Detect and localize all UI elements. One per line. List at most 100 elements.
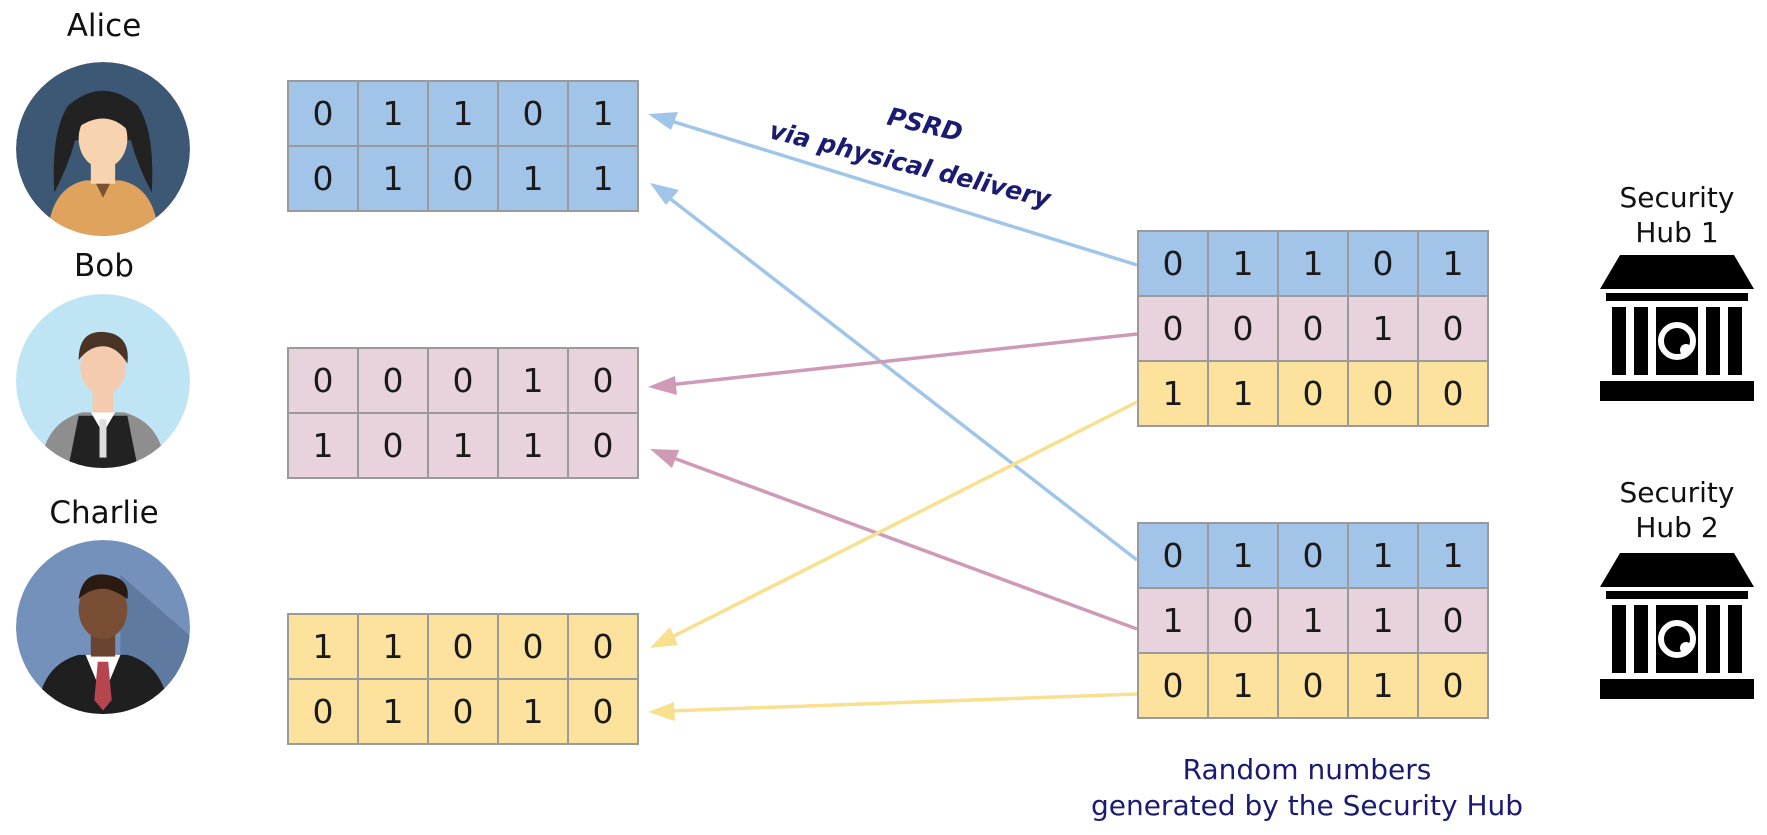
grid-cell: 1 — [1347, 652, 1419, 719]
person-name-bob: Bob — [74, 248, 134, 284]
grid-cell: 0 — [357, 347, 429, 414]
grid-cell: 1 — [1347, 522, 1419, 589]
bob-avatar — [16, 294, 190, 468]
grid-cell: 0 — [1137, 295, 1209, 362]
grid-cell: 1 — [1277, 587, 1349, 654]
grid-cell: 0 — [1137, 652, 1209, 719]
charlie-key-grid: 1 1 0 0 0 0 1 0 1 0 — [287, 613, 639, 745]
grid-cell: 0 — [1207, 295, 1279, 362]
grid-cell: 1 — [567, 145, 639, 212]
arrow-hub2-to-charlie — [667, 692, 1138, 713]
table-row: 0 1 0 1 0 — [287, 678, 639, 745]
grid-cell: 1 — [567, 80, 639, 147]
alice-key-grid: 0 1 1 0 1 0 1 0 1 1 — [287, 80, 639, 212]
table-row: 0 0 0 1 0 — [287, 347, 639, 414]
grid-cell: 0 — [427, 678, 499, 745]
caption: Random numbers generated by the Security… — [1047, 752, 1567, 824]
table-row: 0 1 0 1 0 — [1137, 652, 1489, 719]
grid-cell: 1 — [427, 80, 499, 147]
grid-cell: 1 — [1347, 295, 1419, 362]
alice-avatar — [16, 62, 190, 236]
table-row: 0 1 0 1 1 — [287, 145, 639, 212]
grid-cell: 0 — [497, 613, 569, 680]
arrow-hub1-to-bob — [667, 332, 1138, 387]
hub2-label-line1: Security — [1619, 476, 1735, 509]
grid-cell: 0 — [287, 80, 359, 147]
bob-key-grid: 0 0 0 1 0 1 0 1 1 0 — [287, 347, 639, 479]
grid-cell: 1 — [357, 145, 429, 212]
grid-cell: 0 — [1347, 360, 1419, 427]
grid-cell: 0 — [287, 347, 359, 414]
bank-building-icon — [1600, 553, 1754, 699]
arrowhead — [650, 627, 678, 648]
grid-cell: 0 — [1277, 652, 1349, 719]
arrowhead — [648, 376, 677, 395]
hub1-label-line1: Security — [1619, 181, 1735, 214]
grid-cell: 0 — [497, 80, 569, 147]
hub2-random-grid: 0 1 0 1 1 1 0 1 1 0 0 1 0 1 0 — [1137, 522, 1489, 719]
person-name-alice: Alice — [66, 8, 142, 44]
grid-cell: 0 — [567, 613, 639, 680]
grid-cell: 1 — [497, 678, 569, 745]
table-row: 0 1 0 1 1 — [1137, 522, 1489, 589]
grid-cell: 0 — [287, 678, 359, 745]
grid-cell: 1 — [497, 145, 569, 212]
grid-cell: 1 — [1417, 230, 1489, 297]
caption-line2: generated by the Security Hub — [1090, 789, 1524, 822]
grid-cell: 1 — [1417, 522, 1489, 589]
bank-building-icon — [1600, 255, 1754, 401]
arrowhead — [648, 702, 675, 721]
grid-cell: 1 — [287, 613, 359, 680]
hub1-label: Security Hub 1 — [1587, 180, 1767, 250]
grid-cell: 0 — [567, 347, 639, 414]
table-row: 1 1 0 0 0 — [287, 613, 639, 680]
grid-cell: 1 — [427, 412, 499, 479]
grid-cell: 0 — [1137, 230, 1209, 297]
grid-cell: 0 — [357, 412, 429, 479]
arrow-hub1-to-charlie — [667, 400, 1138, 641]
grid-cell: 1 — [1137, 360, 1209, 427]
grid-cell: 1 — [1137, 587, 1209, 654]
grid-cell: 0 — [1417, 360, 1489, 427]
grid-cell: 1 — [1207, 522, 1279, 589]
grid-cell: 1 — [357, 80, 429, 147]
table-row: 0 1 1 0 1 — [1137, 230, 1489, 297]
grid-cell: 1 — [357, 613, 429, 680]
person-name-charlie: Charlie — [49, 495, 159, 531]
caption-line1: Random numbers — [1182, 753, 1432, 786]
grid-cell: 0 — [1277, 522, 1349, 589]
grid-cell: 1 — [1347, 587, 1419, 654]
grid-cell: 1 — [1207, 652, 1279, 719]
table-row: 1 1 0 0 0 — [1137, 360, 1489, 427]
grid-cell: 1 — [1207, 360, 1279, 427]
grid-cell: 0 — [1207, 587, 1279, 654]
grid-cell: 0 — [287, 145, 359, 212]
arrow-hub2-to-bob — [667, 454, 1138, 631]
hub2-label: Security Hub 2 — [1587, 475, 1767, 545]
hub1-random-grid: 0 1 1 0 1 0 0 0 1 0 1 1 0 0 0 — [1137, 230, 1489, 427]
charlie-avatar — [16, 540, 190, 714]
grid-cell: 0 — [1277, 295, 1349, 362]
grid-cell: 0 — [1137, 522, 1209, 589]
grid-cell: 1 — [1277, 230, 1349, 297]
grid-cell: 0 — [567, 412, 639, 479]
arrowhead — [650, 449, 679, 468]
grid-cell: 0 — [427, 145, 499, 212]
grid-cell: 0 — [1347, 230, 1419, 297]
grid-cell: 0 — [567, 678, 639, 745]
hub1-label-line2: Hub 1 — [1635, 216, 1719, 249]
grid-cell: 0 — [427, 347, 499, 414]
arrowhead — [648, 112, 678, 130]
grid-cell: 0 — [1417, 587, 1489, 654]
table-row: 0 1 1 0 1 — [287, 80, 639, 147]
grid-cell: 1 — [497, 347, 569, 414]
arrowhead — [650, 183, 679, 205]
hub2-label-line2: Hub 2 — [1635, 511, 1719, 544]
table-row: 1 0 1 1 0 — [1137, 587, 1489, 654]
grid-cell: 1 — [357, 678, 429, 745]
grid-cell: 1 — [287, 412, 359, 479]
table-row: 0 0 0 1 0 — [1137, 295, 1489, 362]
grid-cell: 0 — [1417, 295, 1489, 362]
arrow-hub1-to-alice — [667, 118, 1138, 267]
